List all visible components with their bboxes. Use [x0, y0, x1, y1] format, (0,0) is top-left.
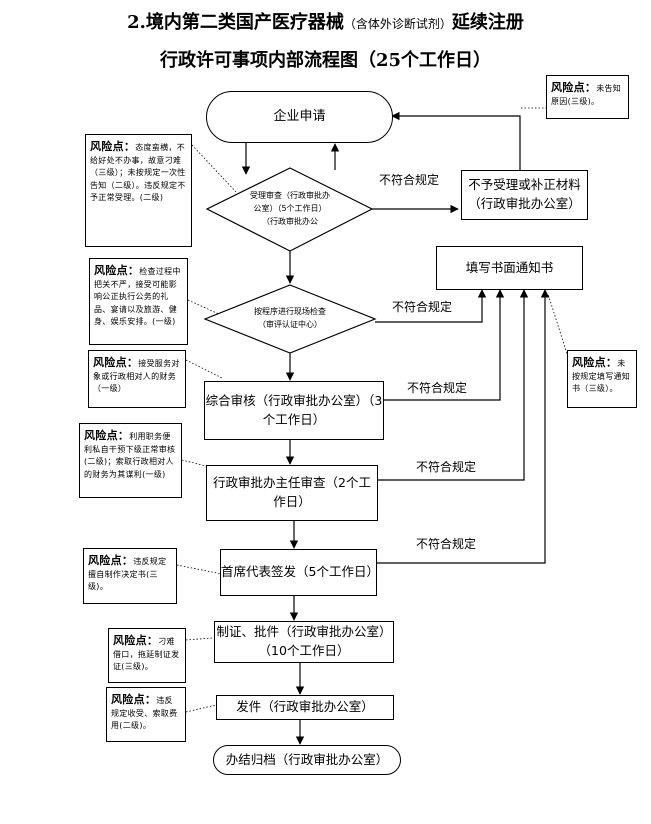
- risk-note-label: 风险点：: [572, 356, 618, 369]
- edge-reject-start: [391, 111, 521, 170]
- accept-text-line1: 受理审查（行政审批办: [250, 191, 330, 200]
- risk-note-9: 风险点：违反规定收受、索取费用(二级)。: [106, 687, 186, 742]
- certify-node: 制证、批件（行政审批办公室）（10个工作日）: [214, 621, 394, 663]
- risk-note-text: 利用职务便利私自干预下级正常审核(二级)；索取行政相对人的财务为其谋利(一级): [84, 432, 176, 479]
- edge-inspect-notice: [375, 289, 487, 323]
- risk-note-label: 风险点：: [551, 81, 597, 94]
- risk-note-text: 未按规定填写通知书（三级）。: [572, 359, 631, 394]
- start-node: 企业申请: [206, 91, 393, 143]
- inspect-text-line1: 按程序进行现场检查: [254, 307, 326, 316]
- risk-note-4: 风险点：接受服务对象或行政相对人的财务（一级）: [88, 350, 186, 408]
- risk-note-label: 风险点：: [94, 264, 140, 277]
- inspect-text-line2: （审评认证中心）: [258, 319, 322, 329]
- inspect-diamond: [203, 284, 377, 354]
- leader-r2: [191, 144, 237, 193]
- archive-node: 办结归档（行政审批办公室）: [213, 745, 401, 775]
- chief-node: 首席代表签发（5个工作日）: [220, 549, 379, 596]
- edge-label-inspect-notice: 不符合规定: [392, 300, 453, 314]
- risk-note-text: 接受服务对象或行政相对人的财务（一级）: [93, 359, 180, 394]
- inspect-diamond-text: 按程序进行现场检查 （审评认证中心）: [222, 306, 358, 332]
- edge-label-chief-notice: 不符合规定: [416, 537, 477, 551]
- edge-review-notice: [383, 289, 505, 401]
- chart-title-line1: 2.境内第二类国产医疗器械（含体外诊断试剂）延续注册: [0, 8, 651, 34]
- title-prefix: 2.境内第二类国产医疗器械: [127, 12, 344, 33]
- accept-diamond: [205, 167, 374, 252]
- leader-r4: [185, 359, 223, 379]
- edge-label-director-notice: 不符合规定: [416, 460, 477, 474]
- edge-director-notice: [377, 289, 529, 481]
- leader-r9: [185, 704, 217, 713]
- edge-label-review-notice: 不符合规定: [407, 381, 468, 395]
- leader-r3: [187, 299, 233, 321]
- risk-note-text: 未告知原因(三级)。: [551, 84, 622, 107]
- risk-note-label: 风险点：: [93, 356, 139, 369]
- issue-node: 发件（行政审批办公室）: [216, 695, 394, 720]
- risk-note-2: 风险点：态度蛮横，不给好处不办事，故意刁难（三级）；未按规定一次性告知（二级）。…: [85, 134, 192, 247]
- review-node: 综合审核（行政审批办公室）（3个工作日）: [204, 381, 384, 440]
- risk-note-8: 风险点：刁难借口，拖延制证发证(三级)。: [108, 628, 186, 683]
- title-suffix: 延续注册: [451, 12, 524, 33]
- risk-note-label: 风险点：: [111, 693, 157, 706]
- risk-note-3: 风险点：检查过程中把关不严，接受可能影响公正执行公务的礼品、宴请以及旅游、健身、…: [89, 258, 188, 345]
- risk-note-7: 风险点：未按规定填写通知书（三级）。: [567, 350, 637, 408]
- risk-note-text: 违反规定擅自制作决定书(三级)。: [88, 557, 167, 592]
- chart-title-line2: 行政许可事项内部流程图（25个工作日）: [159, 50, 492, 71]
- risk-note-1: 风险点：未告知原因(三级)。: [546, 75, 629, 119]
- written-notice-node: 填写书面通知书: [436, 246, 583, 290]
- edge-label-accept-reject: 不符合规定: [379, 173, 440, 187]
- accept-text-line2: 公室）（5个工作日）: [253, 203, 327, 213]
- risk-note-5: 风险点：利用职务便利私自干预下级正常审核(二级)；索取行政相对人的财务为其谋利(…: [79, 423, 182, 498]
- risk-note-label: 风险点：: [90, 140, 136, 153]
- director-node: 行政审批办主任审查（2个工作日）: [206, 465, 378, 521]
- reject-node: 不予受理或补正材料（行政审批办公室）: [461, 170, 588, 220]
- risk-note-label: 风险点：: [113, 634, 159, 647]
- accept-text-line3: （行政审批办公: [262, 216, 318, 226]
- leader-r6: [176, 564, 223, 575]
- accept-diamond-text: 受理审查（行政审批办 公室）（5个工作日） （行政审批办公: [228, 190, 352, 228]
- leader-r7: [547, 293, 570, 361]
- risk-note-label: 风险点：: [88, 554, 134, 567]
- edge-chief-notice: [377, 289, 550, 564]
- risk-note-text: 刁难借口，拖延制证发证(三级)。: [113, 637, 180, 672]
- risk-note-text: 态度蛮横，不给好处不办事，故意刁难（三级）；未按规定一次性告知（二级）。违反规定…: [90, 143, 186, 203]
- title-paren: （含体外诊断试剂）: [343, 17, 452, 31]
- risk-note-label: 风险点：: [84, 429, 130, 442]
- leader-r8: [185, 637, 213, 641]
- risk-note-text: 检查过程中把关不严，接受可能影响公正执行公务的礼品、宴请以及旅游、健身、娱乐安排…: [94, 267, 181, 327]
- risk-note-6: 风险点：违反规定擅自制作决定书(三级)。: [83, 548, 177, 604]
- risk-note-text: 违反规定收受、索取费用(二级)。: [111, 696, 178, 731]
